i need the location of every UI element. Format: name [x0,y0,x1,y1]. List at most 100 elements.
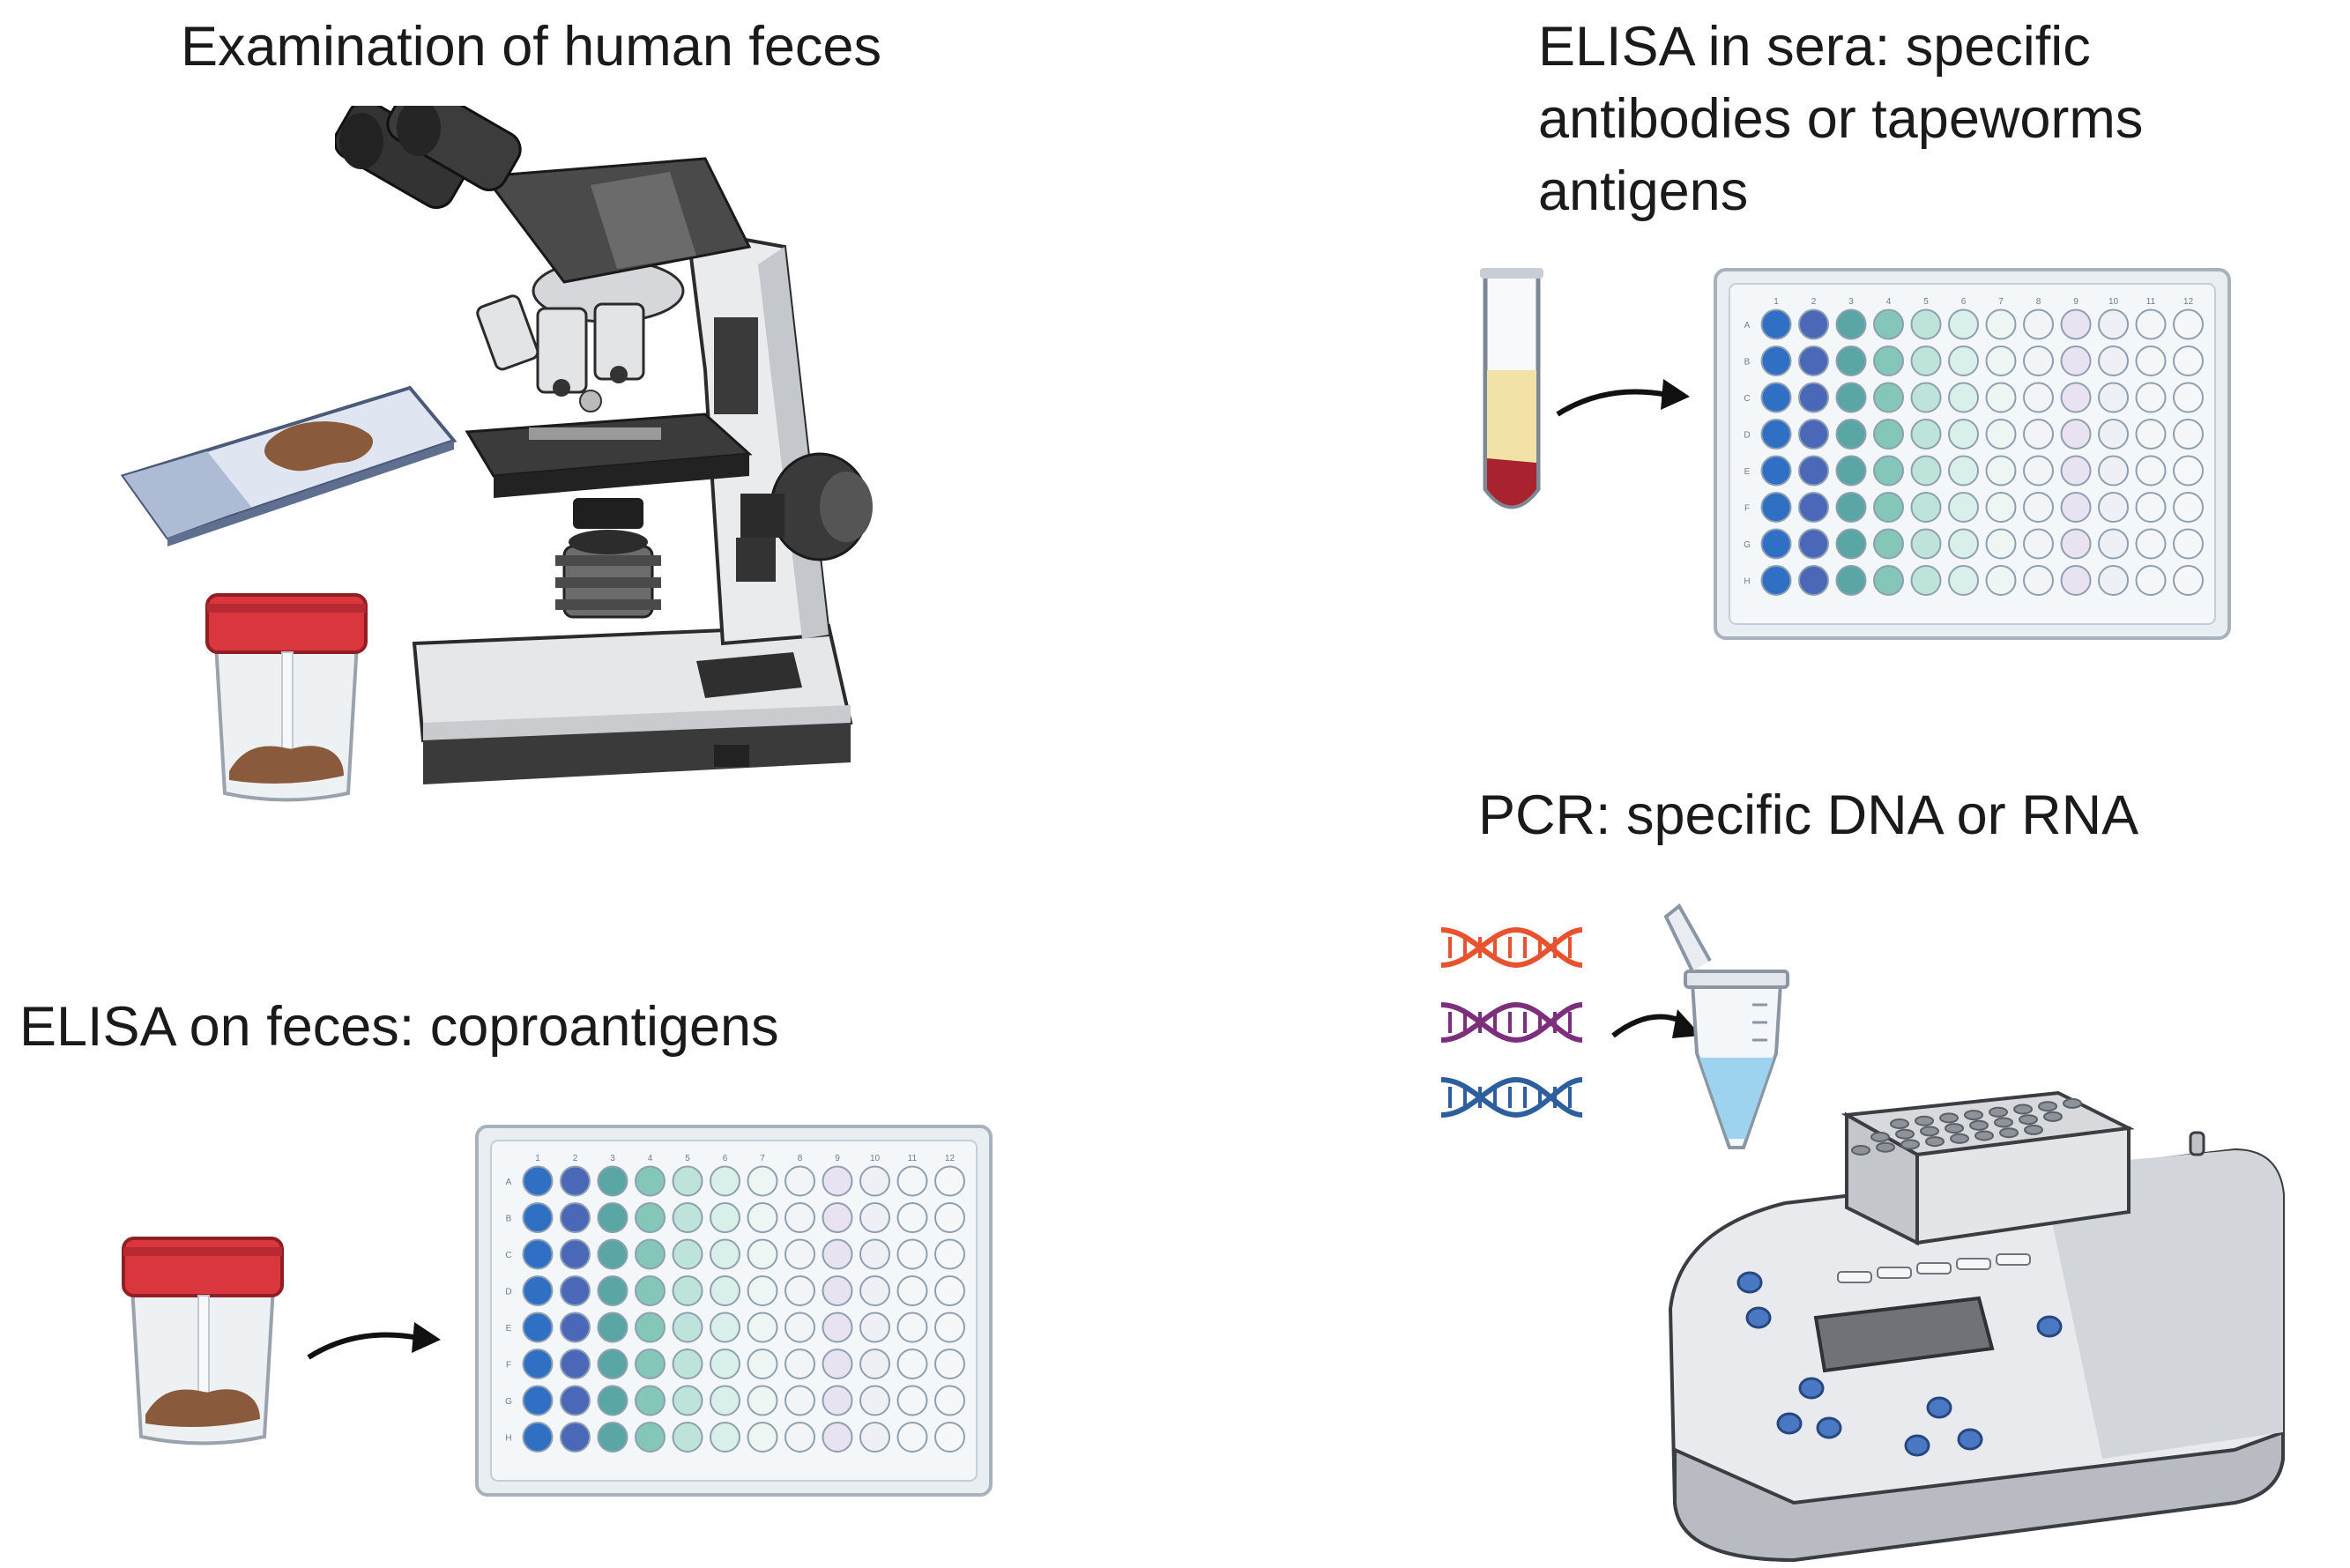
plate-well [1835,419,1867,450]
plate-column-label: 7 [760,1154,765,1163]
plate-well [2173,346,2204,376]
plate-well [560,1275,591,1306]
plate-well [2173,492,2204,523]
plate-well [1760,346,1792,376]
plate-column-label: 6 [723,1154,728,1163]
plate-row-label: C [1744,394,1750,404]
plate-well [859,1349,890,1379]
plate-well [1948,492,1979,523]
plate-row-label: G [1744,540,1751,550]
plate-row-label: A [1744,321,1751,331]
elisa-sera-title-line-2: antibodies or tapeworms [1538,88,2144,150]
plate-well [672,1422,703,1453]
plate-well [2098,455,2129,487]
plate-column-label: 11 [908,1154,918,1163]
plate-well [934,1275,965,1306]
plate-well [1835,455,1867,487]
plate-column-label: 4 [648,1154,653,1163]
plate-well [1910,419,1942,450]
plate-well [1760,492,1792,523]
plate-well [597,1202,628,1233]
plate-well [560,1349,591,1379]
plate-well [2173,382,2204,413]
plate-well [896,1238,928,1270]
plate-well [1948,308,1979,340]
plate-column-label: 12 [2183,297,2194,307]
plate-well [747,1422,778,1453]
plate-well [1910,455,1942,487]
plate-well [635,1385,666,1416]
plate-well [522,1202,554,1233]
plate-well [2135,346,2167,376]
plate-well [2023,455,2054,487]
plate-well [2098,308,2129,340]
plate-well [2135,382,2167,413]
plate-row-label: D [505,1288,511,1297]
plate-column-label: 1 [535,1154,540,1163]
plate-row-label: A [506,1178,512,1187]
plate-well [672,1385,703,1416]
elisa-feces-title: ELISA on feces: coproantigens [19,996,779,1058]
plate-well [635,1349,666,1379]
plate-well [1948,346,1979,376]
plate-well [1798,455,1829,487]
plate-well [522,1422,554,1453]
dna-icon [1440,926,1583,969]
plate-well [785,1202,815,1233]
plate-well [635,1275,666,1306]
plate-well [2060,419,2092,450]
plate-well [785,1385,815,1416]
elisa-sera-title-line-3: antigens [1538,160,1749,222]
dna-icon [1440,1001,1583,1044]
plate-row-label: H [1744,577,1750,587]
plate-well [522,1238,554,1270]
dna-strands [1440,926,1583,1118]
plate-well [2098,382,2129,413]
plate-well [785,1165,815,1197]
plate-well [1948,565,1979,596]
plate-well [2023,565,2054,596]
plate-row-label: F [1744,504,1750,514]
plate-well [1835,565,1867,596]
plate-well [2098,492,2129,523]
plate-well [785,1275,815,1306]
plate-well [2060,528,2092,560]
plate-well [1835,528,1867,560]
plate-well [896,1165,928,1197]
plate-well [1798,346,1829,376]
plate-well [859,1422,890,1453]
plate-column-label: 4 [1886,297,1892,307]
plate-well [635,1312,666,1343]
plate-well [1760,382,1792,413]
plate-well [822,1165,853,1197]
plate-well [859,1238,890,1270]
plate-well [1873,492,1904,523]
plate-well [934,1422,965,1453]
plate-column-label: 8 [798,1154,803,1163]
plate-well [785,1312,815,1343]
plate-well [2023,382,2054,413]
plate-well [822,1275,853,1306]
plate-well [822,1238,853,1270]
plate-well [1985,565,2017,596]
plate-well [747,1312,778,1343]
plate-well [522,1349,554,1379]
plate-well [859,1312,890,1343]
plate-well [896,1275,928,1306]
plate-well [1985,528,2017,560]
plate-well [597,1422,628,1453]
plate-well [1798,528,1829,560]
plate-well [785,1349,815,1379]
plate-well [1760,565,1792,596]
plate-well [859,1165,890,1197]
plate-well [859,1275,890,1306]
plate-well [2023,346,2054,376]
plate-well [1910,308,1942,340]
plate-well [1835,346,1867,376]
microscope-slide [120,385,457,546]
plate-well [934,1385,965,1416]
plate-well [747,1238,778,1270]
plate-well [2060,492,2092,523]
plate-well [1985,346,2017,376]
